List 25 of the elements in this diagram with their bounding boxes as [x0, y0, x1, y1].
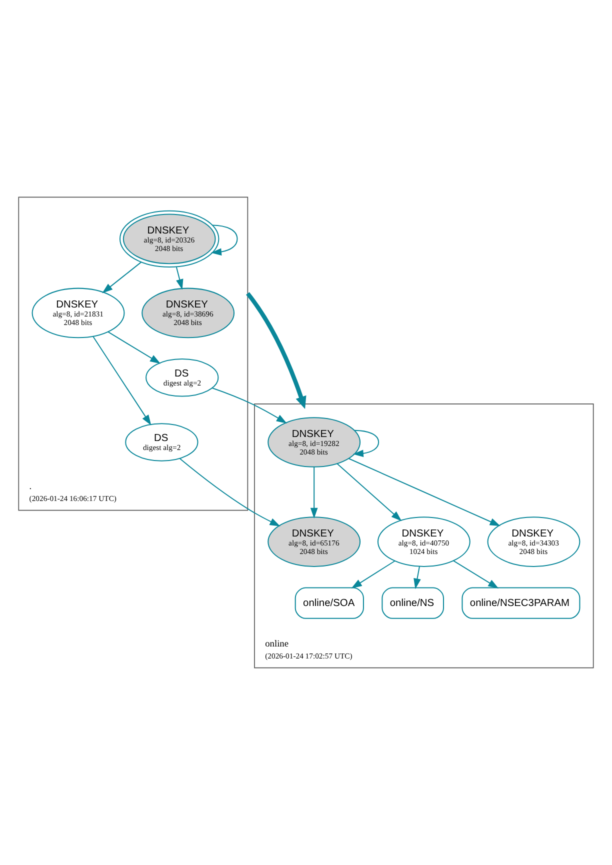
arrow [176, 267, 184, 290]
arrow [246, 292, 306, 409]
node-ellipse: DNSKEY alg=8, id=19282 2048 bits [268, 417, 361, 468]
node-ellipse: DS digest alg=2 [146, 358, 219, 397]
arrow [453, 560, 499, 589]
arrow [351, 560, 396, 588]
arrow [102, 262, 142, 294]
node-box: online/SOA [294, 587, 364, 619]
arrow [414, 566, 421, 590]
node-ellipse: DNSKEY alg=8, id=21831 2048 bits [32, 288, 125, 338]
arrow [348, 458, 500, 526]
arrow [108, 331, 161, 364]
arrow [180, 458, 280, 526]
node-box: online/NS [382, 587, 444, 619]
node-ellipse: DNSKEY alg=8, id=38696 2048 bits [142, 288, 235, 338]
node-ellipse: DNSKEY alg=8, id=40750 1024 bits [377, 516, 470, 567]
node-ellipse: DNSKEY alg=8, id=20326 2048 bits [119, 210, 220, 268]
arrow [336, 463, 402, 522]
arrow [210, 224, 238, 256]
arrow [352, 430, 380, 458]
arrow [92, 336, 152, 426]
arrow [212, 388, 287, 424]
arrow [310, 467, 318, 518]
node-ellipse: DS digest alg=2 [125, 423, 198, 462]
node-box: online/NSEC3PARAM [462, 587, 580, 619]
